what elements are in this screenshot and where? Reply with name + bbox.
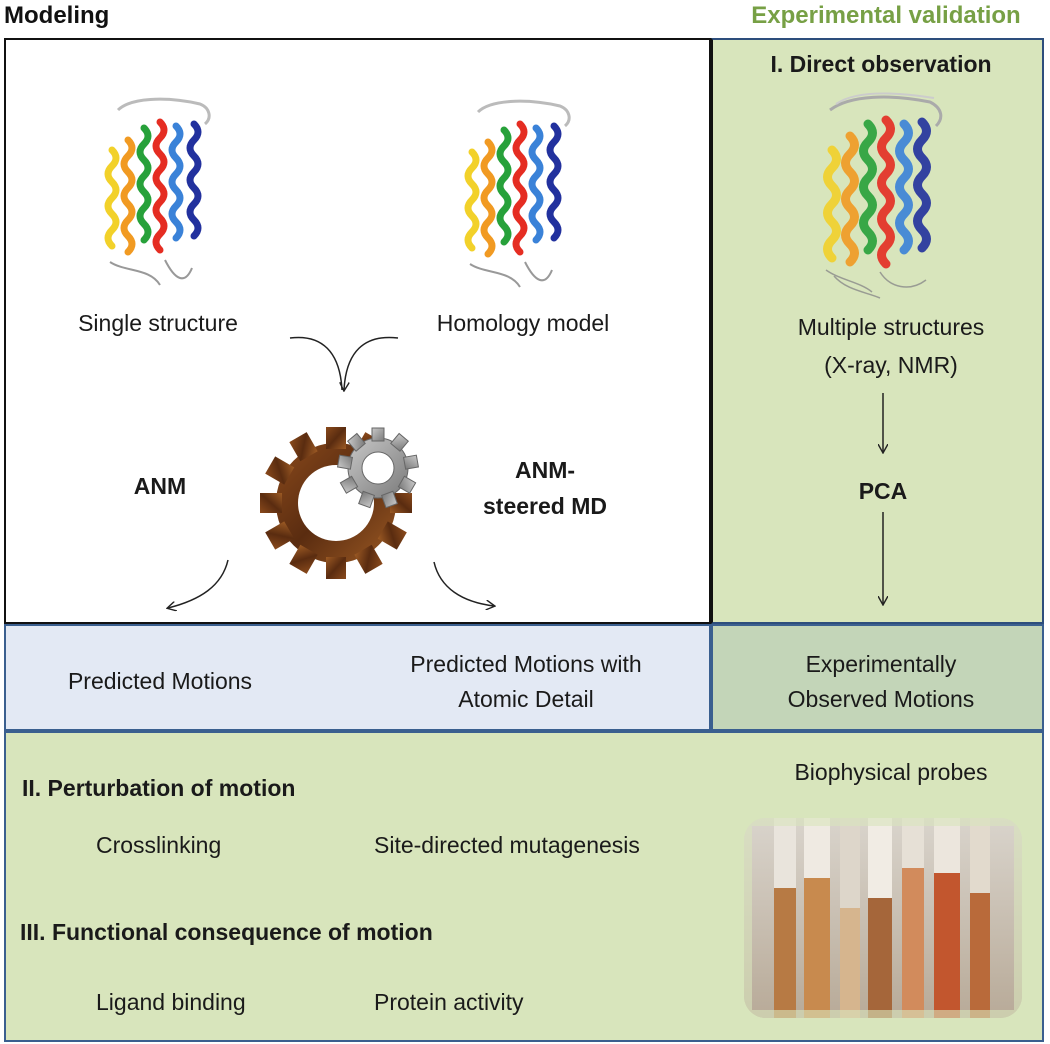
biophysical-probes-label: Biophysical probes <box>794 759 988 785</box>
test-tubes-image <box>744 818 1022 1018</box>
predicted-atomic-motions-line1: Predicted Motions with <box>410 651 642 677</box>
direct-observation-title: I. Direct observation <box>770 51 992 77</box>
functional-consequence-title: III. Functional consequence of motion <box>20 919 433 945</box>
observed-motions-line2: Observed Motions <box>787 686 975 712</box>
homology-model-protein-icon <box>464 99 571 288</box>
multiple-structures-label-line2: (X-ray, NMR) <box>824 352 958 378</box>
gears-icon <box>260 427 420 579</box>
crosslinking-label: Crosslinking <box>96 832 222 858</box>
arrow-to-predicted-motions <box>168 559 229 608</box>
pca-label: PCA <box>858 478 908 504</box>
arrow-single-to-anm <box>289 336 343 391</box>
predicted-motions-panel <box>4 624 711 731</box>
protein-activity-label: Protein activity <box>374 989 524 1015</box>
single-structure-protein-icon <box>104 97 211 286</box>
multiple-structures-label-line1: Multiple structures <box>797 314 985 340</box>
observed-motions-line1: Experimentally <box>805 651 957 677</box>
anm-steered-label-line2: steered MD <box>483 493 607 519</box>
homology-model-label: Homology model <box>436 310 610 336</box>
predicted-atomic-motions-line2: Atomic Detail <box>458 686 594 712</box>
single-structure-label: Single structure <box>78 310 238 336</box>
ligand-binding-label: Ligand binding <box>96 989 246 1015</box>
multiple-structures-protein-icon <box>823 92 943 299</box>
arrow-homology-to-anm <box>344 336 399 390</box>
arrow-to-atomic-motions <box>433 561 494 606</box>
direct-observation-panel <box>711 38 1044 624</box>
perturbation-title: II. Perturbation of motion <box>22 775 296 801</box>
anm-steered-label-line1: ANM- <box>514 457 576 483</box>
mutagenesis-label: Site-directed mutagenesis <box>374 832 640 858</box>
validation-header: Experimental validation <box>751 2 1021 29</box>
observed-motions-panel <box>711 624 1044 731</box>
anm-label: ANM <box>133 473 187 499</box>
predicted-motions-label: Predicted Motions <box>67 668 253 694</box>
modeling-header: Modeling <box>4 2 110 29</box>
